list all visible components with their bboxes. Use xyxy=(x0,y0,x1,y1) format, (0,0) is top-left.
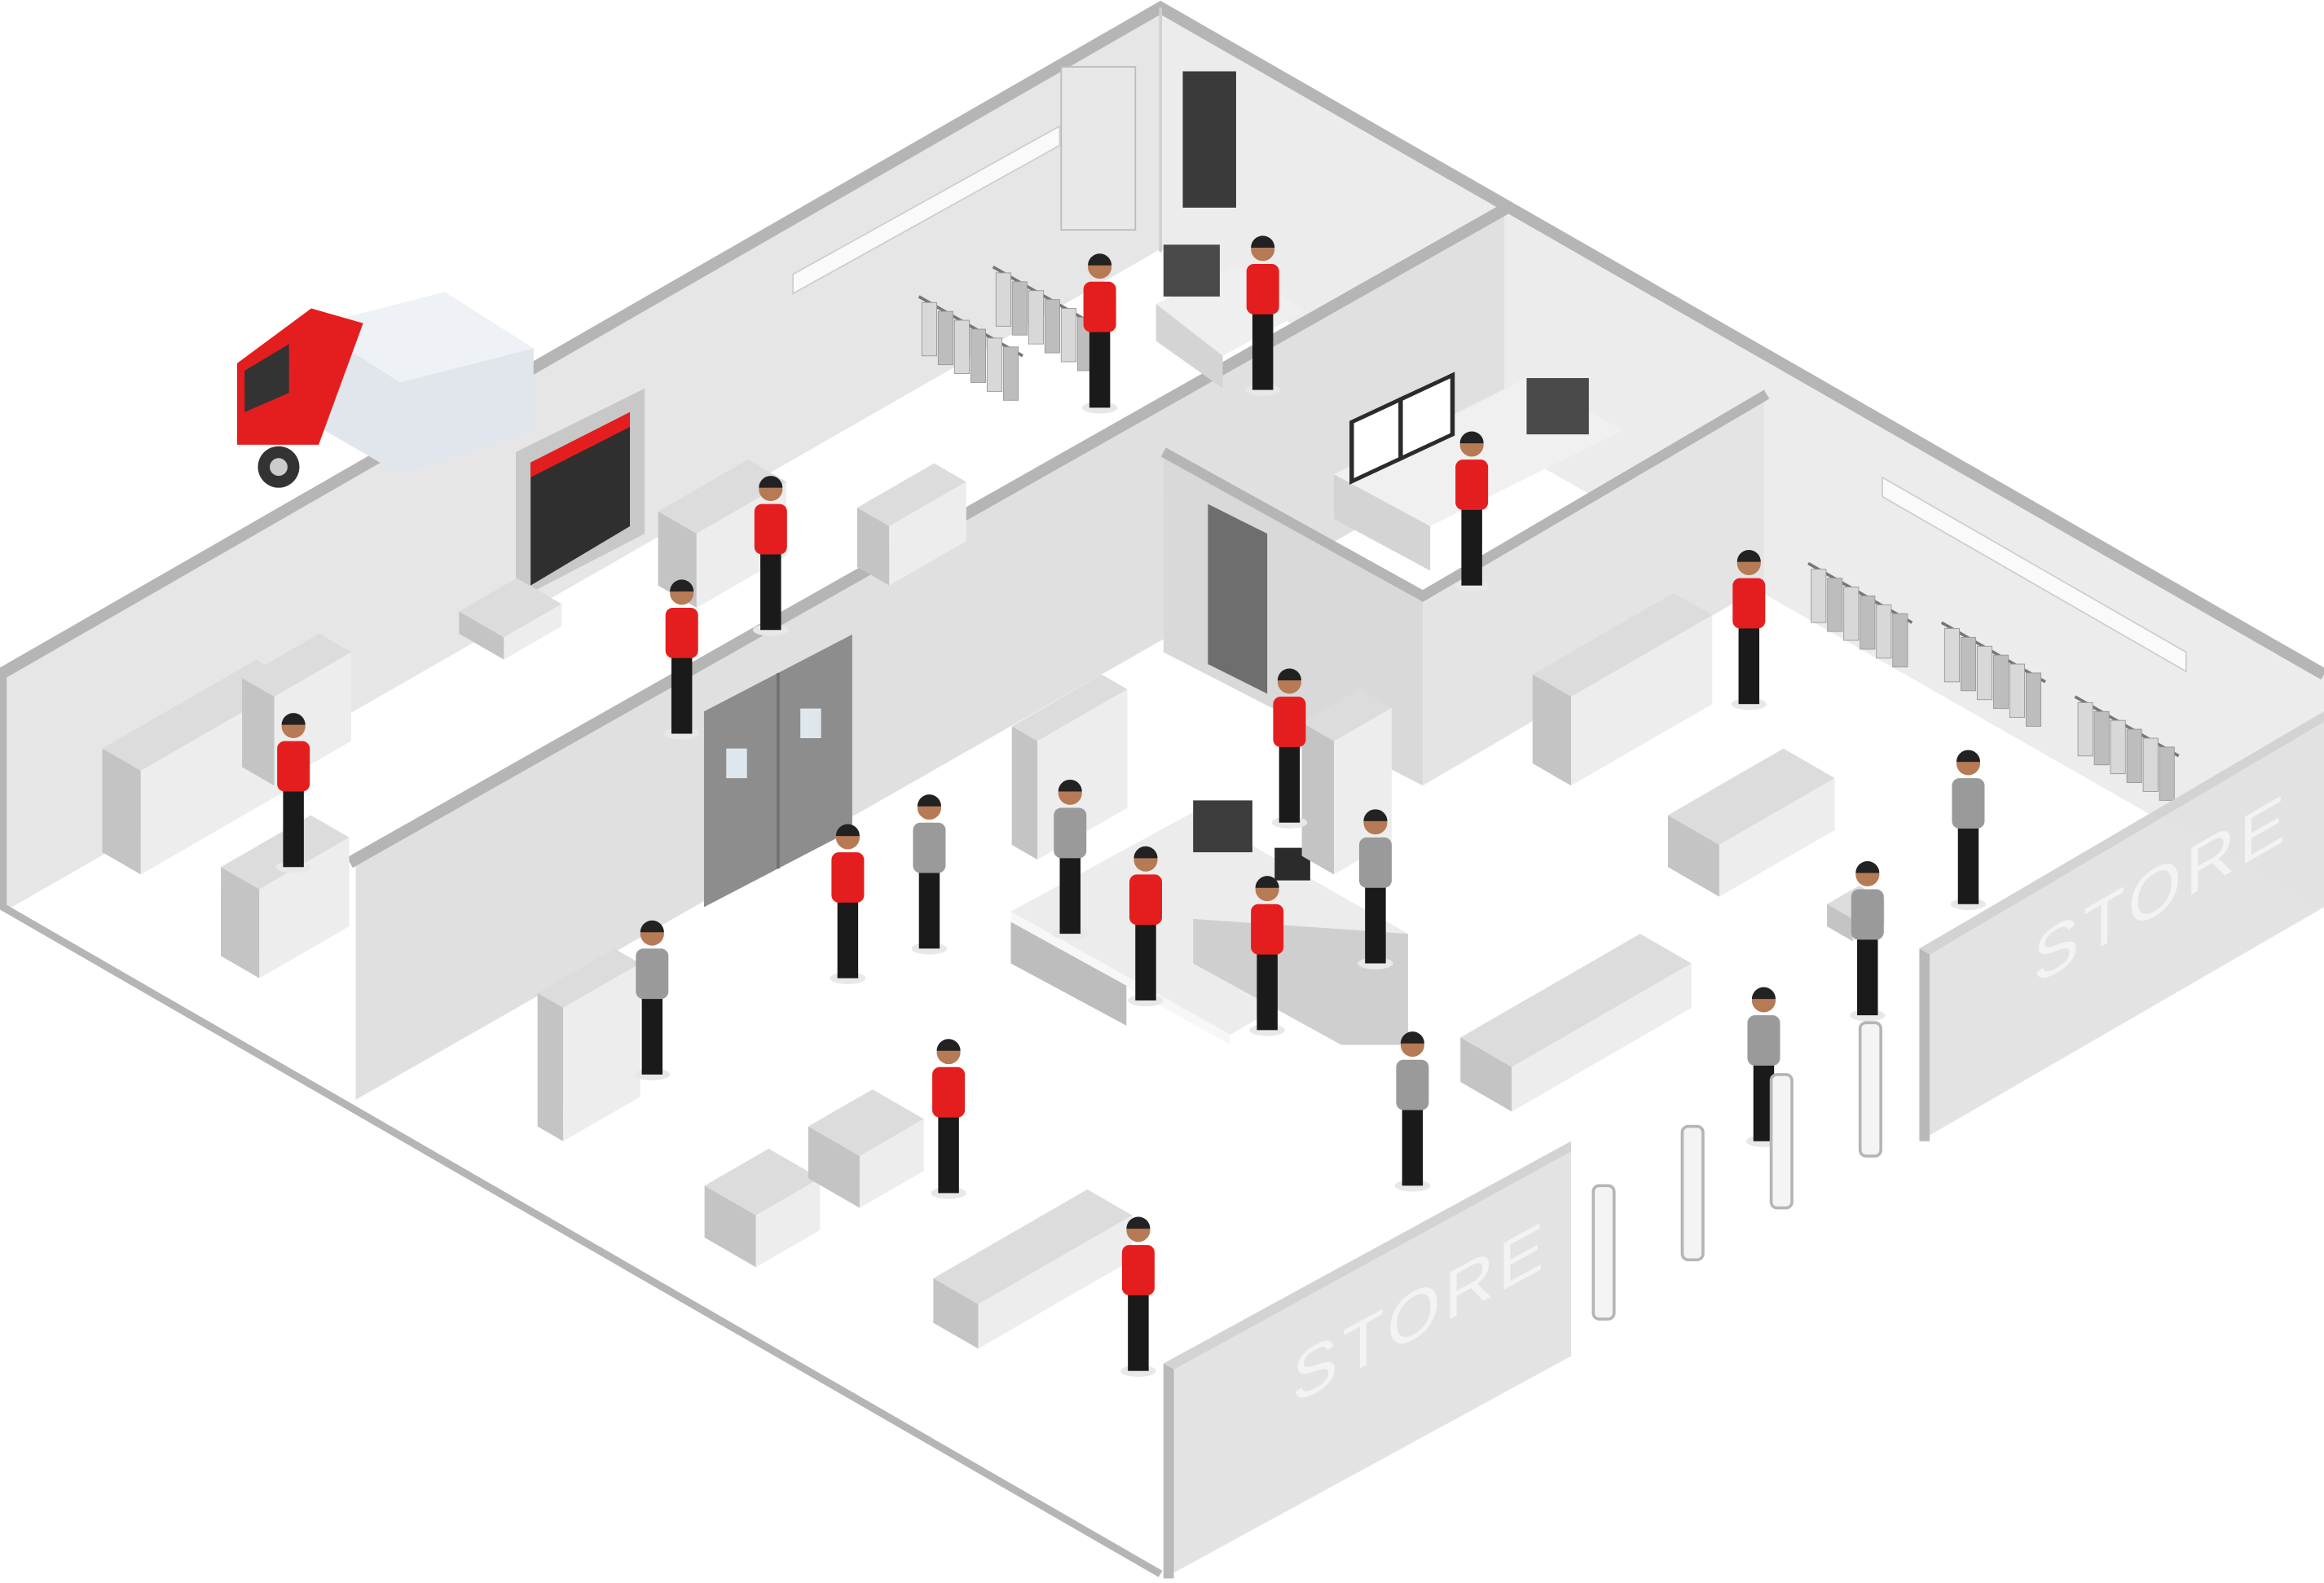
warehouse-divider-wall xyxy=(355,210,1505,1100)
staff-member xyxy=(1244,235,1281,396)
security-gate-pedestal xyxy=(1858,1021,1882,1158)
security-gate-pedestal xyxy=(1769,1073,1794,1210)
security-gates xyxy=(1591,1021,1882,1321)
staff-member xyxy=(1128,846,1164,1007)
loading-dock-door xyxy=(515,388,645,600)
wall-display-niche xyxy=(537,948,640,1141)
table-display xyxy=(808,1089,924,1208)
window-strip xyxy=(1882,476,2187,673)
table-display xyxy=(704,1148,821,1268)
customer xyxy=(1394,1031,1431,1192)
delivery-truck xyxy=(237,292,534,488)
apparel-shelf xyxy=(933,1189,1133,1349)
fixtures xyxy=(102,266,2180,1349)
shelf-unit xyxy=(856,463,966,586)
customer xyxy=(1052,779,1089,940)
device-display-rack xyxy=(1060,66,1137,231)
window-strip xyxy=(792,125,1061,295)
clothing-rack xyxy=(918,295,1023,401)
staff-member xyxy=(1081,253,1118,414)
display-table xyxy=(1460,934,1692,1112)
monitor xyxy=(1398,372,1455,462)
staff-member xyxy=(275,713,311,873)
clothing-rack xyxy=(2074,695,2180,801)
table-display xyxy=(1667,748,1835,897)
security-gate-pedestal xyxy=(1591,1184,1616,1321)
customer xyxy=(1849,860,1886,1022)
staff-member xyxy=(663,579,700,740)
customer xyxy=(634,920,671,1081)
staff-member xyxy=(752,476,789,636)
staff-member xyxy=(1249,876,1285,1036)
customer xyxy=(1950,750,1987,911)
label-printer xyxy=(1526,378,1589,435)
label-printer xyxy=(1163,244,1220,297)
security-gate-pedestal xyxy=(1680,1124,1705,1262)
scanner-rack xyxy=(1182,71,1236,208)
staff-member xyxy=(1120,1216,1156,1377)
checkout-counter xyxy=(1010,800,1408,1045)
double-doors[interactable] xyxy=(703,634,852,908)
office-door[interactable] xyxy=(1208,503,1268,694)
clothing-rack xyxy=(992,266,1098,372)
shelf-unit xyxy=(1532,592,1713,786)
staff-member xyxy=(931,1039,966,1199)
customer xyxy=(911,794,948,955)
service-desk-front xyxy=(1155,304,1223,389)
office-wall-right xyxy=(1423,397,1764,786)
wall-top-edge xyxy=(1160,389,1770,602)
receipt-printer xyxy=(1193,800,1252,853)
staff-member xyxy=(1271,668,1308,829)
pallet xyxy=(459,578,562,660)
clothing-rack xyxy=(1807,561,1913,668)
clothing-rack xyxy=(1940,621,2046,727)
staff-member xyxy=(1731,550,1767,710)
staff-member xyxy=(830,824,866,984)
staff-member xyxy=(1454,431,1490,591)
customer xyxy=(1358,809,1393,970)
people xyxy=(275,235,1987,1377)
outer-edge-left xyxy=(0,674,1163,1577)
